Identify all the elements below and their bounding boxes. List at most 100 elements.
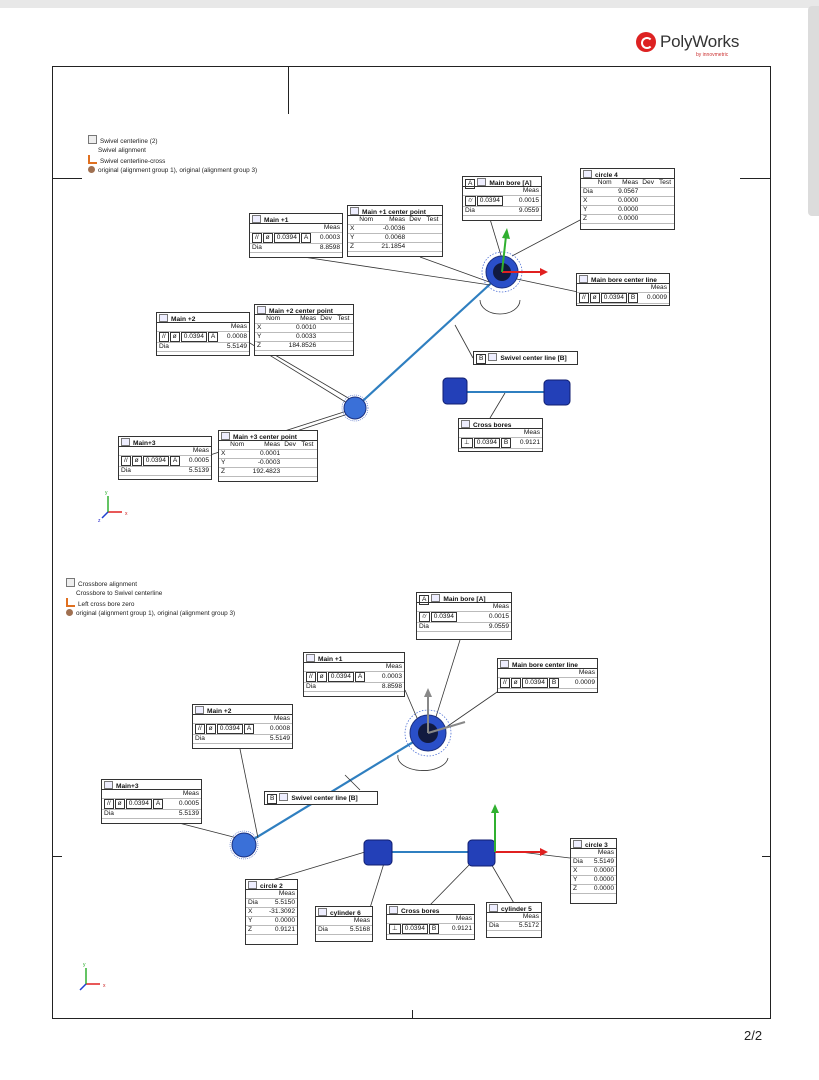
line-icon (488, 353, 498, 361)
triad1-z-label: z (98, 518, 101, 524)
leader-2 (419, 256, 493, 284)
cylinder-icon (104, 781, 113, 789)
part-icon (88, 166, 95, 173)
legend-item: Swivel alignment (98, 147, 146, 154)
circle-icon (248, 881, 257, 889)
ring-arc-1 (479, 299, 521, 315)
triad2-z (79, 983, 87, 991)
triad1-z (101, 511, 109, 519)
cylinder-icon (121, 438, 130, 446)
axis-icon (66, 598, 75, 607)
main-bore-mesh-2 (404, 709, 452, 757)
axis-icon (88, 155, 97, 164)
leader-26 (344, 774, 361, 791)
line-icon (389, 906, 398, 914)
leader-1 (289, 254, 491, 286)
leader-5 (511, 277, 579, 293)
cylinder-icon (195, 706, 204, 714)
view2-legend: Crossbore alignment Crossbore to Swivel … (66, 578, 235, 618)
frame-tick-left (52, 178, 82, 179)
leader-4 (511, 218, 583, 257)
alignment-icon (88, 135, 97, 144)
polyworks-logo-icon (636, 32, 656, 52)
line-icon (461, 420, 470, 428)
page-number: 2/2 (744, 1028, 763, 1043)
leader-29 (429, 861, 473, 906)
main2-part (343, 396, 367, 420)
top-bar (0, 0, 819, 8)
leader-3 (489, 218, 504, 263)
scrollbar[interactable] (808, 6, 819, 216)
frame-tick-right (740, 178, 771, 179)
leader-21 (434, 639, 461, 721)
legend-item: Crossbore alignment (66, 578, 235, 589)
cylinder-icon (306, 654, 315, 662)
leader-8 (274, 354, 356, 403)
leader-23 (444, 689, 501, 729)
circle-icon (583, 170, 592, 178)
leader-11 (489, 392, 506, 419)
legend-item: Swivel centerline-cross (88, 155, 257, 166)
line-icon (279, 793, 289, 801)
main3-mesh-2 (229, 830, 259, 860)
axis3-x-arrowhead (540, 848, 548, 856)
legend-item: Swivel centerline (2) (88, 135, 257, 146)
triad2-y-label: y (83, 962, 86, 968)
axis-x-arrowhead (540, 268, 548, 276)
point-icon (221, 432, 230, 440)
cross-bore-left (442, 377, 468, 405)
swivel-shaft-2 (243, 732, 429, 846)
axis2-y-arrowhead (424, 688, 432, 697)
axis2-x-arrow (427, 721, 466, 734)
drawing-frame (52, 66, 771, 1019)
alignment-icon (66, 578, 75, 587)
frame-tick-right-2 (762, 856, 771, 857)
cross-bore-right (543, 379, 571, 406)
swivel-shaft-1 (354, 274, 501, 409)
leader-25 (174, 821, 246, 841)
axis-y-arrow (501, 235, 507, 273)
triad2-x-label: x (103, 983, 106, 989)
frame-tick-bottom (412, 1010, 413, 1019)
view1-legend: Swivel centerline (2) Swivel alignment S… (88, 135, 257, 175)
cylinder-icon (489, 904, 498, 912)
frame-tick-left-2 (52, 856, 62, 857)
circle-icon (573, 840, 582, 848)
leader-27 (271, 851, 366, 881)
legend-item: original (alignment group 1), original (… (66, 609, 235, 618)
brand-byline: by innovmetric (696, 52, 729, 58)
line-icon (579, 275, 588, 283)
triad1-y-label: y (105, 490, 108, 496)
point-icon (350, 207, 359, 215)
point-icon (257, 306, 266, 314)
main3-part-2 (231, 832, 257, 858)
leader-24 (239, 748, 259, 839)
legend-item: Crossbore to Swivel centerline (76, 590, 163, 597)
triad1-x-label: x (125, 511, 128, 517)
cylinder-icon (318, 908, 327, 916)
cylinder-icon (431, 594, 441, 602)
frame-tick-top (288, 66, 289, 114)
line-icon (500, 660, 509, 668)
cylinder-icon (252, 215, 261, 223)
